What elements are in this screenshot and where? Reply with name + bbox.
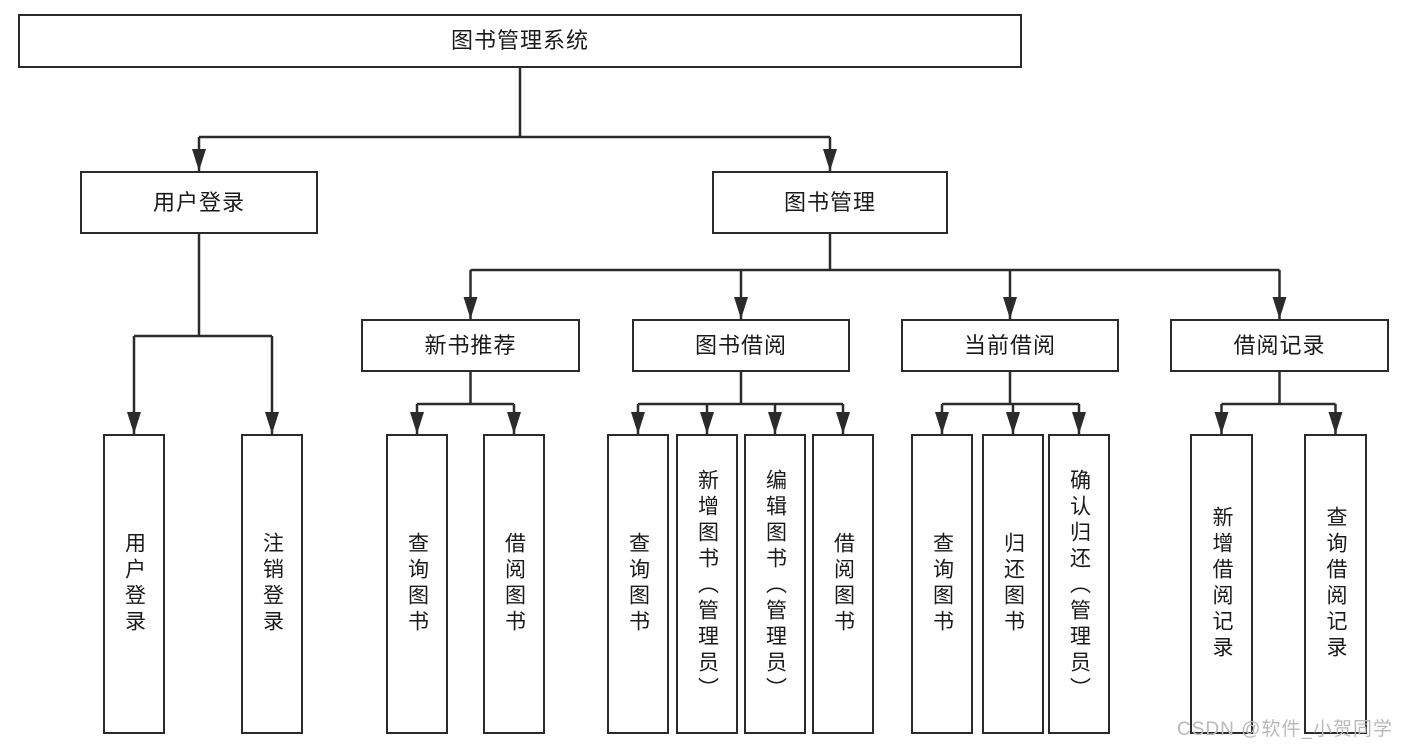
node-label: 查询图书 — [405, 532, 429, 636]
arrowhead-icon — [127, 412, 141, 434]
node-label: 新增图书（管理员） — [695, 469, 719, 703]
node-leaf-edit-book[interactable]: 编辑图书（管理员） — [744, 434, 806, 734]
node-label: 图书管理 — [783, 189, 876, 215]
node-label: 新增借阅记录 — [1210, 506, 1233, 662]
node-book-manage[interactable]: 图书管理 — [712, 171, 948, 234]
arrowhead-icon — [823, 149, 837, 171]
arrowhead-icon — [192, 149, 206, 171]
arrowhead-icon — [836, 412, 850, 434]
node-root[interactable]: 图书管理系统 — [18, 14, 1022, 68]
node-label: 图书借阅 — [694, 332, 787, 358]
arrowhead-icon — [1272, 297, 1287, 319]
node-leaf-logout[interactable]: 注销登录 — [241, 434, 303, 734]
arrowhead-icon — [1214, 412, 1229, 434]
node-label: 编辑图书（管理员） — [763, 469, 787, 703]
arrowhead-icon — [768, 412, 782, 434]
node-label: 归还图书 — [1001, 532, 1025, 636]
node-leaf-query-book-1[interactable]: 查询图书 — [386, 434, 448, 734]
node-leaf-user-login[interactable]: 用户登录 — [103, 434, 165, 734]
node-leaf-return-book[interactable]: 归还图书 — [982, 434, 1044, 734]
node-leaf-query-book-3[interactable]: 查询图书 — [911, 434, 973, 734]
arrowhead-icon — [1072, 412, 1086, 434]
arrowhead-icon — [463, 297, 478, 319]
arrowhead-icon — [631, 412, 645, 434]
arrowhead-icon — [700, 412, 714, 434]
arrowhead-icon — [734, 297, 748, 319]
node-label: 新书推荐 — [424, 332, 517, 358]
node-label: 借阅记录 — [1233, 332, 1326, 358]
node-label: 查询图书 — [930, 532, 954, 636]
node-label: 借阅图书 — [831, 532, 855, 636]
node-label: 注销登录 — [260, 532, 284, 636]
node-label: 用户登录 — [122, 532, 146, 636]
node-label: 图书管理系统 — [450, 28, 589, 54]
node-leaf-add-book[interactable]: 新增图书（管理员） — [676, 434, 738, 734]
node-leaf-borrow-book-2[interactable]: 借阅图书 — [812, 434, 874, 734]
node-label: 查询图书 — [626, 532, 650, 636]
node-leaf-add-record[interactable]: 新增借阅记录 — [1190, 434, 1253, 734]
arrowhead-icon — [265, 412, 279, 434]
watermark-text: CSDN @软件_小贺同学 — [1177, 719, 1393, 740]
node-user-login[interactable]: 用户登录 — [80, 171, 318, 234]
node-label: 确认归还（管理员） — [1067, 469, 1091, 703]
node-label: 借阅图书 — [502, 532, 526, 636]
node-label: 查询借阅记录 — [1324, 506, 1347, 662]
arrowhead-icon — [935, 412, 949, 434]
node-leaf-query-record[interactable]: 查询借阅记录 — [1304, 434, 1367, 734]
node-borrow-record[interactable]: 借阅记录 — [1170, 319, 1389, 372]
arrowhead-icon — [410, 412, 424, 434]
node-label: 用户登录 — [152, 189, 245, 215]
node-leaf-confirm-return[interactable]: 确认归还（管理员） — [1048, 434, 1110, 734]
arrowhead-icon — [1328, 412, 1343, 434]
arrowhead-icon — [1006, 412, 1020, 434]
node-new-book-rec[interactable]: 新书推荐 — [361, 319, 580, 372]
arrowhead-icon — [507, 412, 521, 434]
node-label: 当前借阅 — [963, 332, 1056, 358]
node-leaf-borrow-book-1[interactable]: 借阅图书 — [483, 434, 545, 734]
node-book-borrow[interactable]: 图书借阅 — [632, 319, 850, 372]
arrowhead-icon — [1003, 297, 1017, 319]
node-current-borrow[interactable]: 当前借阅 — [901, 319, 1119, 372]
node-leaf-query-book-2[interactable]: 查询图书 — [607, 434, 669, 734]
